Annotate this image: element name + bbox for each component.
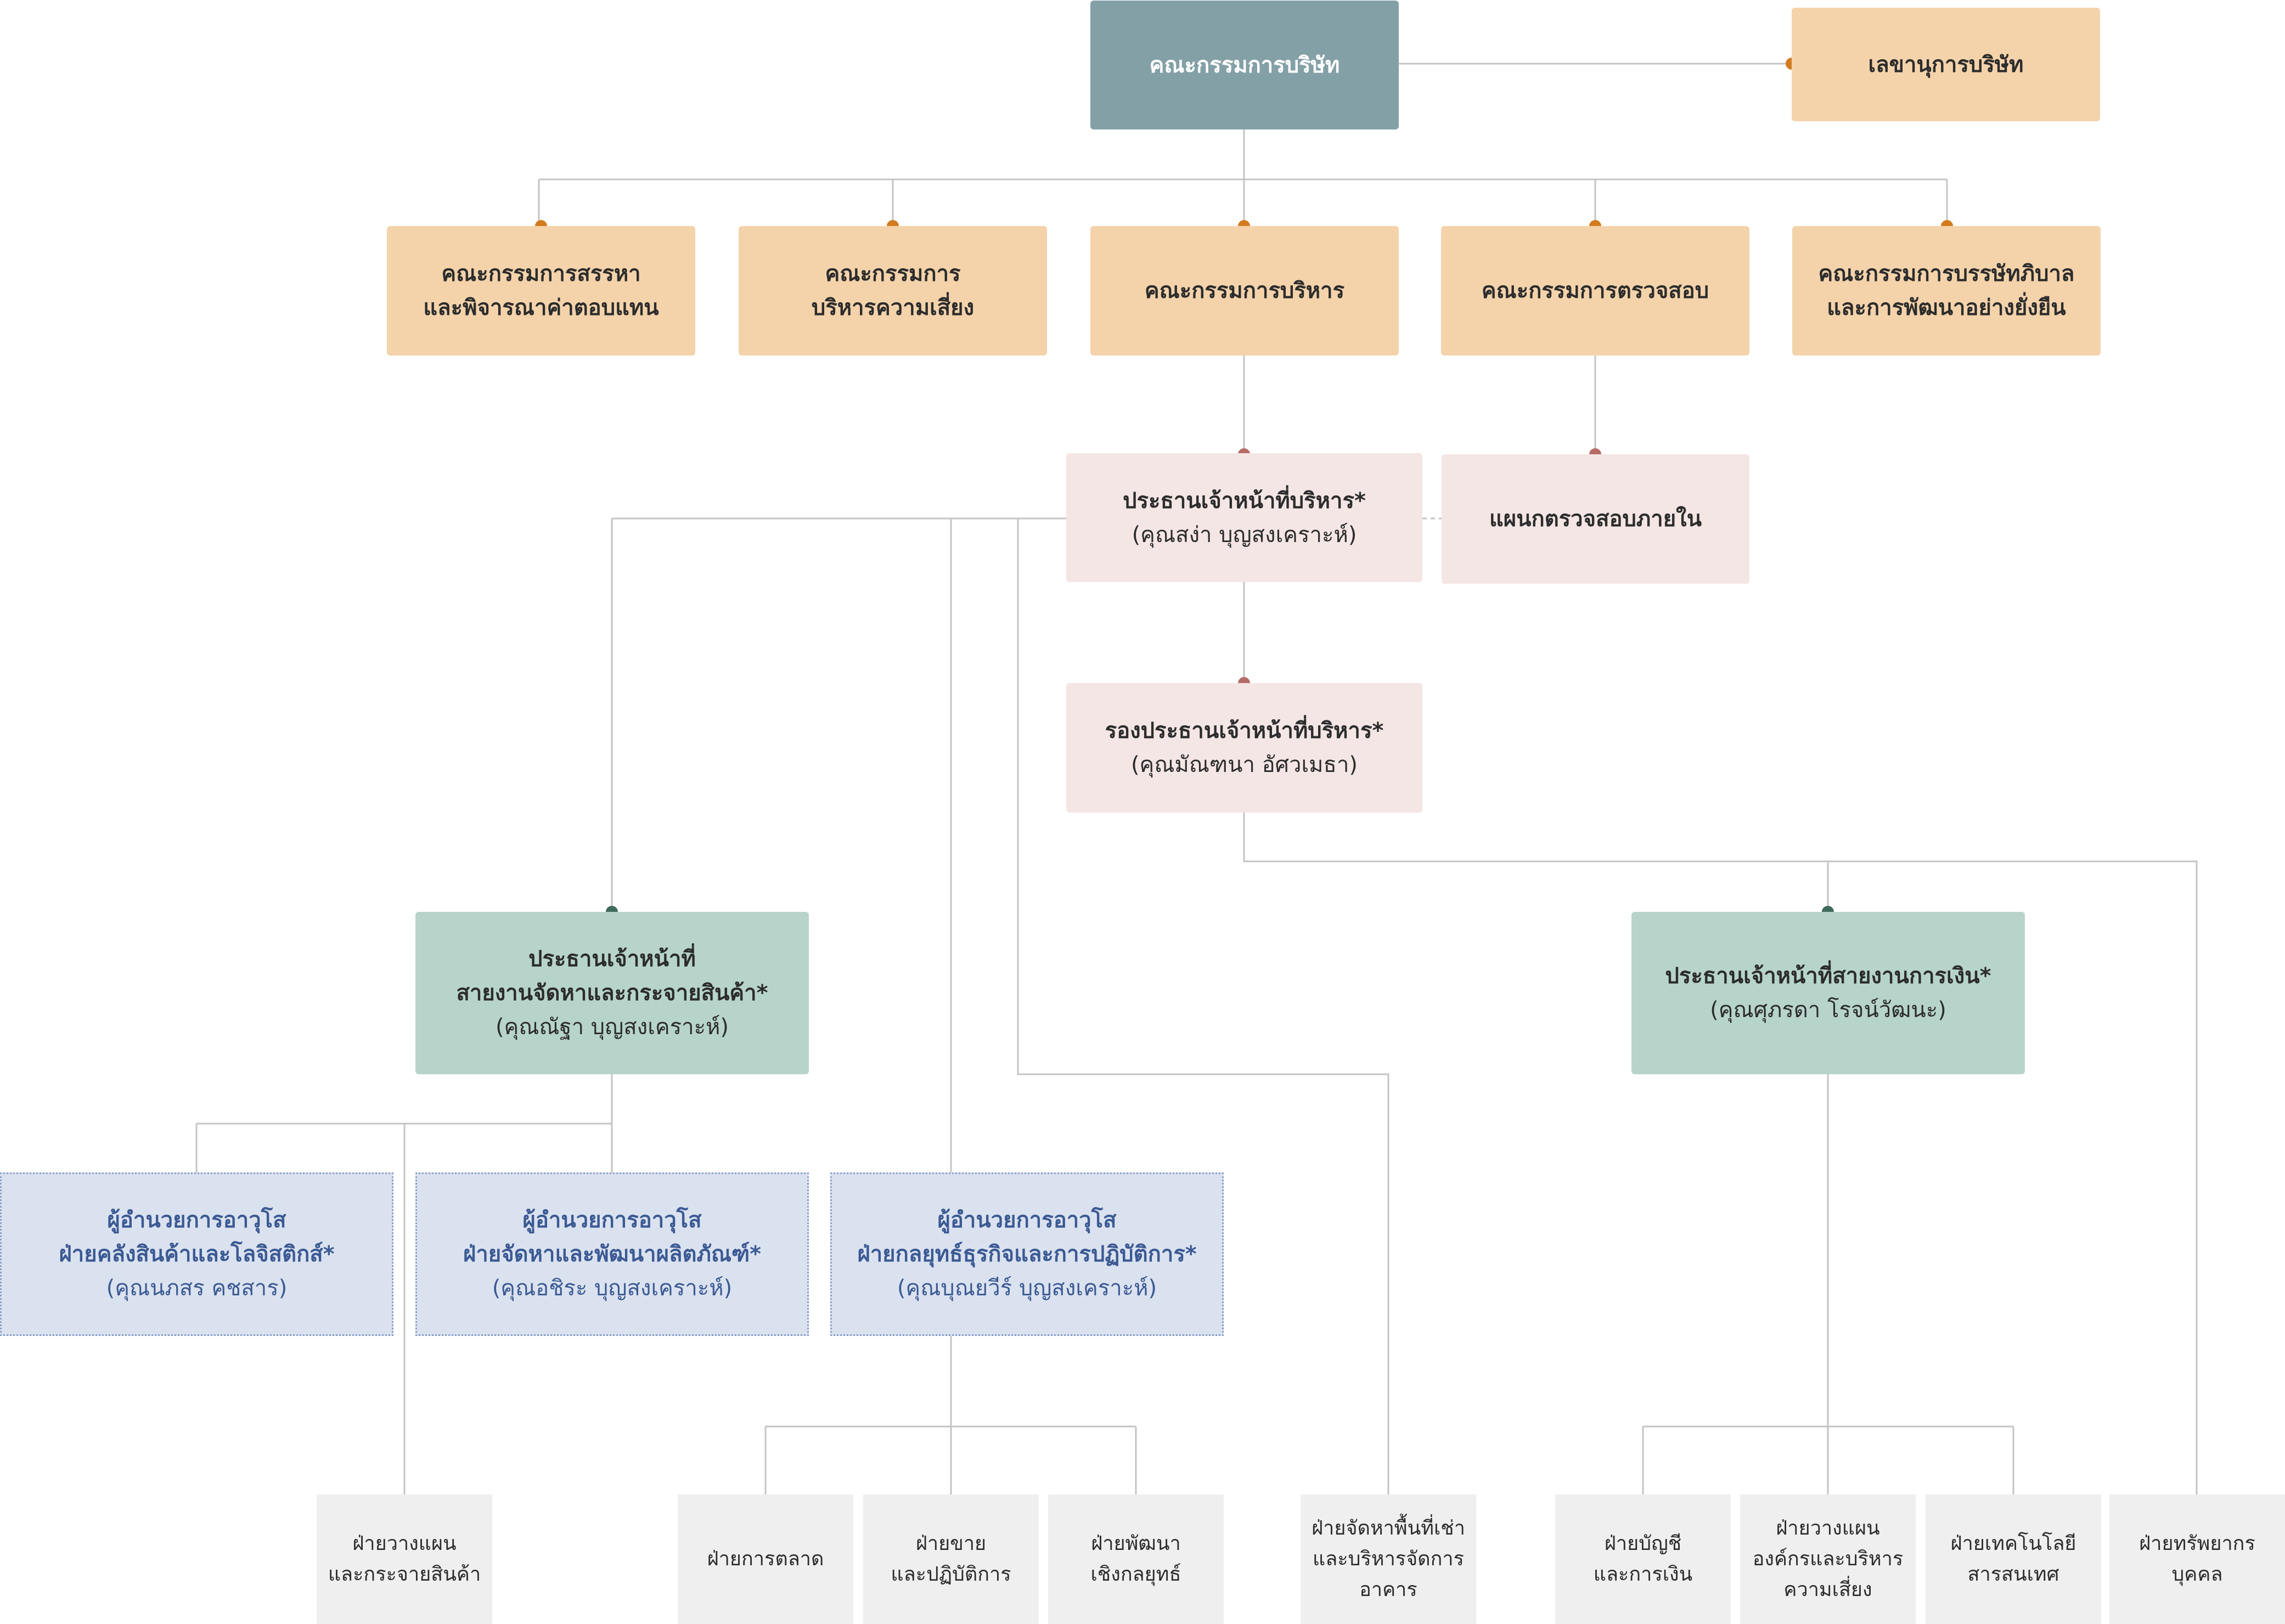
- dept-information-technology: ฝ่ายเทคโนโลยี สารสนเทศ: [1926, 1495, 2101, 1624]
- board-of-directors: คณะกรรมการบริษัท: [1090, 1, 1399, 129]
- senior-director-dept: ฝ่ายจัดหาและพัฒนาผลิตภัณฑ์*: [463, 1242, 762, 1267]
- dept-sales-operations: ฝ่ายขาย และปฏิบัติการ: [863, 1495, 1039, 1624]
- connector-procurement-directors: [195, 1074, 613, 1495]
- deputy-ceo: รองประธานเจ้าหน้าที่บริหาร* (คุณมัณฑนา อ…: [1066, 683, 1422, 813]
- deputy-ceo-title: รองประธานเจ้าหน้าที่บริหาร*: [1105, 718, 1384, 743]
- committee-audit: คณะกรรมการตรวจสอบ: [1441, 226, 1749, 356]
- dept-line: ฝ่ายเทคโนโลยี: [1950, 1532, 2076, 1555]
- dept-marketing: ฝ่ายการตลาด: [678, 1495, 853, 1624]
- dept-line: ฝ่ายวางแผน: [352, 1532, 457, 1555]
- dept-line: ฝ่ายทรัพยากร: [2139, 1532, 2255, 1555]
- senior-director-person: (คุณนภสร คชสาร): [106, 1276, 288, 1301]
- senior-director-person: (คุณบุณยวีร์ บุญสงเคราะห์): [897, 1276, 1157, 1301]
- committee-nomination: คณะกรรมการสรรหา และพิจารณาค่าตอบแทน: [387, 226, 695, 356]
- secretary-label: เลขานุการบริษัท: [1868, 52, 2024, 77]
- dept-line: ฝ่ายการตลาด: [707, 1548, 824, 1571]
- connector-board-committees: [538, 129, 1948, 226]
- senior-director-dept: ฝ่ายคลังสินค้าและโลจิสติกส์*: [59, 1242, 335, 1267]
- dept-line: องค์กรและบริหาร: [1752, 1548, 1904, 1571]
- committee-line: คณะกรรมการบริหาร: [1144, 278, 1345, 303]
- committee-line: คณะกรรมการสรรหา: [441, 261, 641, 286]
- committee-line: และการพัฒนาอย่างยั่งยืน: [1827, 295, 2066, 320]
- senior-director-warehouse: ผู้อำนวยการอาวุโส ฝ่ายคลังสินค้าและโลจิส…: [0, 1172, 393, 1336]
- finance-chief-title: ประธานเจ้าหน้าที่สายงานการเงิน*: [1665, 963, 1991, 989]
- committee-governance: คณะกรรมการบรรษัทภิบาล และการพัฒนาอย่างยั…: [1792, 226, 2101, 356]
- dept-accounting-finance: ฝ่ายบัญชี และการเงิน: [1555, 1495, 1731, 1624]
- procurement-chief-title: สายงานจัดหาและกระจายสินค้า*: [456, 980, 768, 1006]
- dept-line: ฝ่ายจัดหาพื้นที่เช่า: [1312, 1517, 1465, 1540]
- dept-line: และบริหารจัดการ: [1313, 1548, 1464, 1571]
- procurement-chief-person: (คุณณัฐา บุญสงเคราะห์): [495, 1014, 729, 1040]
- dept-line: และปฏิบัติการ: [891, 1563, 1011, 1586]
- senior-director-title: ผู้อำนวยการอาวุโส: [937, 1208, 1117, 1233]
- dept-line: ฝ่ายขาย: [915, 1532, 987, 1555]
- committee-line: คณะกรรมการ: [825, 261, 961, 286]
- dept-line: ฝ่ายบัญชี: [1604, 1532, 1682, 1555]
- connector-deputy-finance: [1243, 813, 2198, 1495]
- ceo-title: ประธานเจ้าหน้าที่บริหาร*: [1123, 488, 1366, 514]
- dept-strategic-development: ฝ่ายพัฒนา เชิงกลยุทธ์: [1048, 1495, 1224, 1624]
- dept-leasing-building: ฝ่ายจัดหาพื้นที่เช่า และบริหารจัดการ อาค…: [1301, 1495, 1476, 1624]
- committee-risk: คณะกรรมการ บริหารความเสี่ยง: [739, 226, 1047, 356]
- dept-corporate-planning-risk: ฝ่ายวางแผน องค์กรและบริหาร ความเสี่ยง: [1740, 1495, 1916, 1624]
- procurement-chief: ประธานเจ้าหน้าที่ สายงานจัดหาและกระจายสิ…: [415, 912, 809, 1074]
- dept-line: สารสนเทศ: [1967, 1563, 2059, 1586]
- committee-line: และพิจารณาค่าตอบแทน: [423, 295, 659, 320]
- procurement-chief-title: ประธานเจ้าหน้าที่: [528, 946, 696, 972]
- connector-strategy-departments: [764, 1336, 1137, 1495]
- internal-audit: แผนกตรวจสอบภายใน: [1442, 454, 1749, 584]
- committee-line: คณะกรรมการบรรษัทภิบาล: [1818, 261, 2075, 286]
- connector-finance-departments: [1642, 1074, 2014, 1495]
- senior-director-title: ผู้อำนวยการอาวุโส: [107, 1208, 286, 1233]
- company-secretary: เลขานุการบริษัท: [1792, 8, 2100, 121]
- internal-audit-label: แผนกตรวจสอบภายใน: [1489, 506, 1702, 532]
- senior-director-strategy: ผู้อำนวยการอาวุโส ฝ่ายกลยุทธ์ธุรกิจและกา…: [830, 1172, 1224, 1336]
- dept-planning-distribution: ฝ่ายวางแผน และกระจายสินค้า: [317, 1495, 492, 1624]
- deputy-ceo-person: (คุณมัณฑนา อัศวเมธา): [1130, 752, 1358, 777]
- senior-director-title: ผู้อำนวยการอาวุโส: [522, 1208, 702, 1233]
- dept-line: และการเงิน: [1593, 1563, 1693, 1586]
- finance-chief-person: (คุณศุภรดา โรจน์วัฒนะ): [1710, 997, 1946, 1023]
- ceo: ประธานเจ้าหน้าที่บริหาร* (คุณสง่า บุญสงเ…: [1066, 453, 1422, 582]
- dept-line: ฝ่ายวางแผน: [1776, 1517, 1880, 1540]
- committee-line: บริหารความเสี่ยง: [811, 295, 975, 320]
- dept-line: ฝ่ายพัฒนา: [1091, 1532, 1181, 1555]
- dept-line: เชิงกลยุทธ์: [1090, 1563, 1181, 1586]
- committee-line: คณะกรรมการตรวจสอบ: [1481, 278, 1709, 303]
- dept-line: และกระจายสินค้า: [328, 1563, 481, 1586]
- dept-line: ความเสี่ยง: [1783, 1578, 1872, 1601]
- senior-director-dept: ฝ่ายกลยุทธ์ธุรกิจและการปฏิบัติการ*: [857, 1242, 1197, 1267]
- dept-line: อาคาร: [1359, 1578, 1417, 1601]
- dept-human-resources: ฝ่ายทรัพยากร บุคคล: [2109, 1495, 2285, 1624]
- ceo-person: (คุณสง่า บุญสงเคราะห์): [1132, 522, 1357, 548]
- finance-chief: ประธานเจ้าหน้าที่สายงานการเงิน* (คุณศุภร…: [1631, 912, 2025, 1074]
- senior-director-person: (คุณอชิระ บุญสงเคราะห์): [492, 1276, 733, 1301]
- committee-executive: คณะกรรมการบริหาร: [1090, 226, 1399, 356]
- senior-director-product: ผู้อำนวยการอาวุโส ฝ่ายจัดหาและพัฒนาผลิตภ…: [415, 1172, 809, 1336]
- dept-line: บุคคล: [2171, 1563, 2223, 1586]
- board-label: คณะกรรมการบริษัท: [1149, 52, 1340, 78]
- connector-ceo-branches: [611, 517, 1389, 1495]
